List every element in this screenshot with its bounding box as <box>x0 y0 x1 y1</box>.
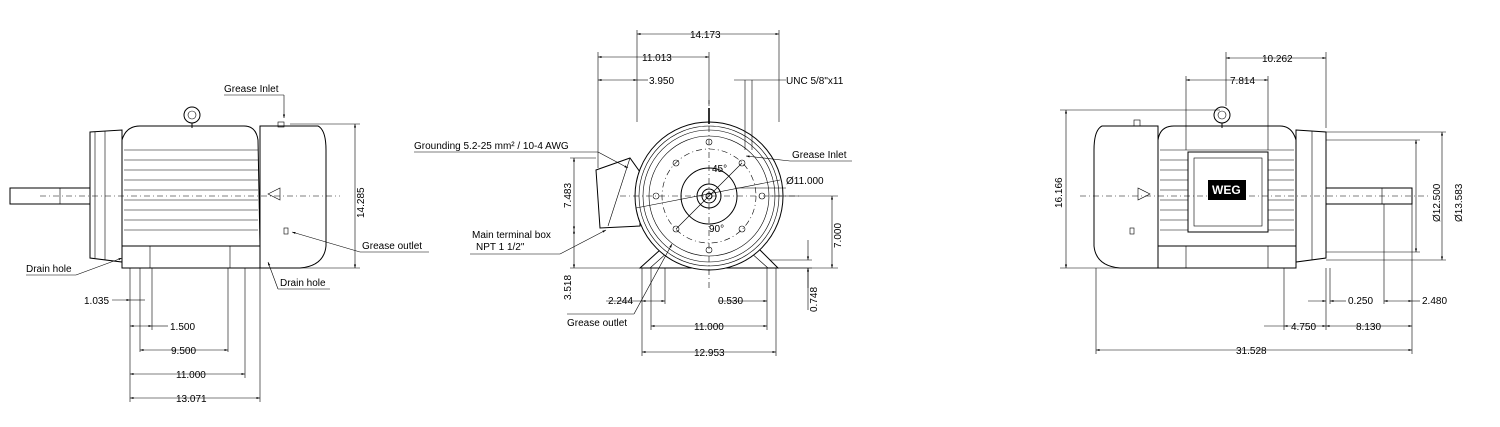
right-dim-31528: 31.528 <box>1236 346 1267 357</box>
center-grease-outlet-label: Grease outlet <box>567 318 627 329</box>
left-dim-1035: 1.035 <box>84 296 109 307</box>
right-fan-cover <box>1093 125 1159 269</box>
center-dim-12953: 12.953 <box>694 348 725 359</box>
center-dim-0530: 0.530 <box>718 296 743 307</box>
center-unc-label: UNC 5/8"x11 <box>786 76 844 87</box>
left-frame <box>121 125 261 247</box>
right-drain-hole-label: Drain hole <box>280 278 326 289</box>
left-fan-cover <box>259 125 327 269</box>
right-weg-logo-text: WEG <box>1212 183 1241 197</box>
right-eyebolt <box>1213 106 1231 124</box>
right-weg-logo <box>1208 180 1246 200</box>
left-dim-13071: 13.071 <box>176 394 207 405</box>
right-side-view: WEG 10.262 7.814 16.166 <box>1054 52 1465 357</box>
right-dia-12500: Ø12.500 <box>1432 183 1443 222</box>
left-dim-9500: 9.500 <box>171 346 196 357</box>
center-dim-7000: 7.000 <box>833 223 844 248</box>
center-dim-2244: 2.244 <box>608 296 633 307</box>
center-angle-45: 45° <box>712 164 727 175</box>
center-dim-3518: 3.518 <box>563 275 574 300</box>
left-side-view: 14.285 1.035 1.500 9.500 11.000 13.071 G… <box>9 84 429 405</box>
right-dim-8130: 8.130 <box>1356 322 1381 333</box>
left-grease-outlet-label: Grease outlet <box>362 241 422 252</box>
center-angle-90: 90° <box>709 224 724 235</box>
center-dia-11000: Ø11.000 <box>786 176 824 187</box>
left-grease-inlet-label: Grease Inlet <box>224 84 279 95</box>
center-terminal-box <box>595 157 641 229</box>
left-eyebolt <box>183 106 201 124</box>
center-dim-11013: 11.013 <box>642 53 672 64</box>
center-dim-7483: 7.483 <box>563 183 574 208</box>
center-grease-inlet-label: Grease Inlet <box>792 150 847 161</box>
left-drain-hole-label: Drain hole <box>26 264 72 275</box>
center-terminal-box-npt: NPT 1 1/2" <box>476 242 525 253</box>
front-view: 45° 90° 14.173 11.013 3.950 UNC 5/8"x11 … <box>414 30 852 359</box>
center-terminal-box-label: Main terminal box <box>472 230 551 241</box>
left-feet <box>121 245 261 269</box>
left-cooling-fins <box>124 149 258 231</box>
right-dim-4750: 4.750 <box>1291 322 1316 333</box>
right-dia-13583: Ø13.583 <box>1454 183 1465 222</box>
left-dim-1500: 1.500 <box>170 322 195 333</box>
left-height-dim: 14.285 <box>356 187 367 218</box>
center-dim-3950: 3.950 <box>649 76 674 87</box>
right-dim-7814: 7.814 <box>1230 76 1255 87</box>
left-dim-11000: 11.000 <box>176 370 206 381</box>
right-dim-0250: 0.250 <box>1348 296 1373 307</box>
center-dim-0748: 0.748 <box>809 287 820 312</box>
right-dim-10262: 10.262 <box>1262 54 1293 65</box>
right-dim-2480: 2.480 <box>1422 296 1447 307</box>
right-dim-16166: 16.166 <box>1054 177 1065 208</box>
center-dim-14173: 14.173 <box>690 30 721 41</box>
center-dim-11000: 11.000 <box>694 322 724 333</box>
right-feet <box>1157 245 1297 269</box>
center-grounding-label: Grounding 5.2-25 mm² / 10-4 AWG <box>414 141 569 152</box>
